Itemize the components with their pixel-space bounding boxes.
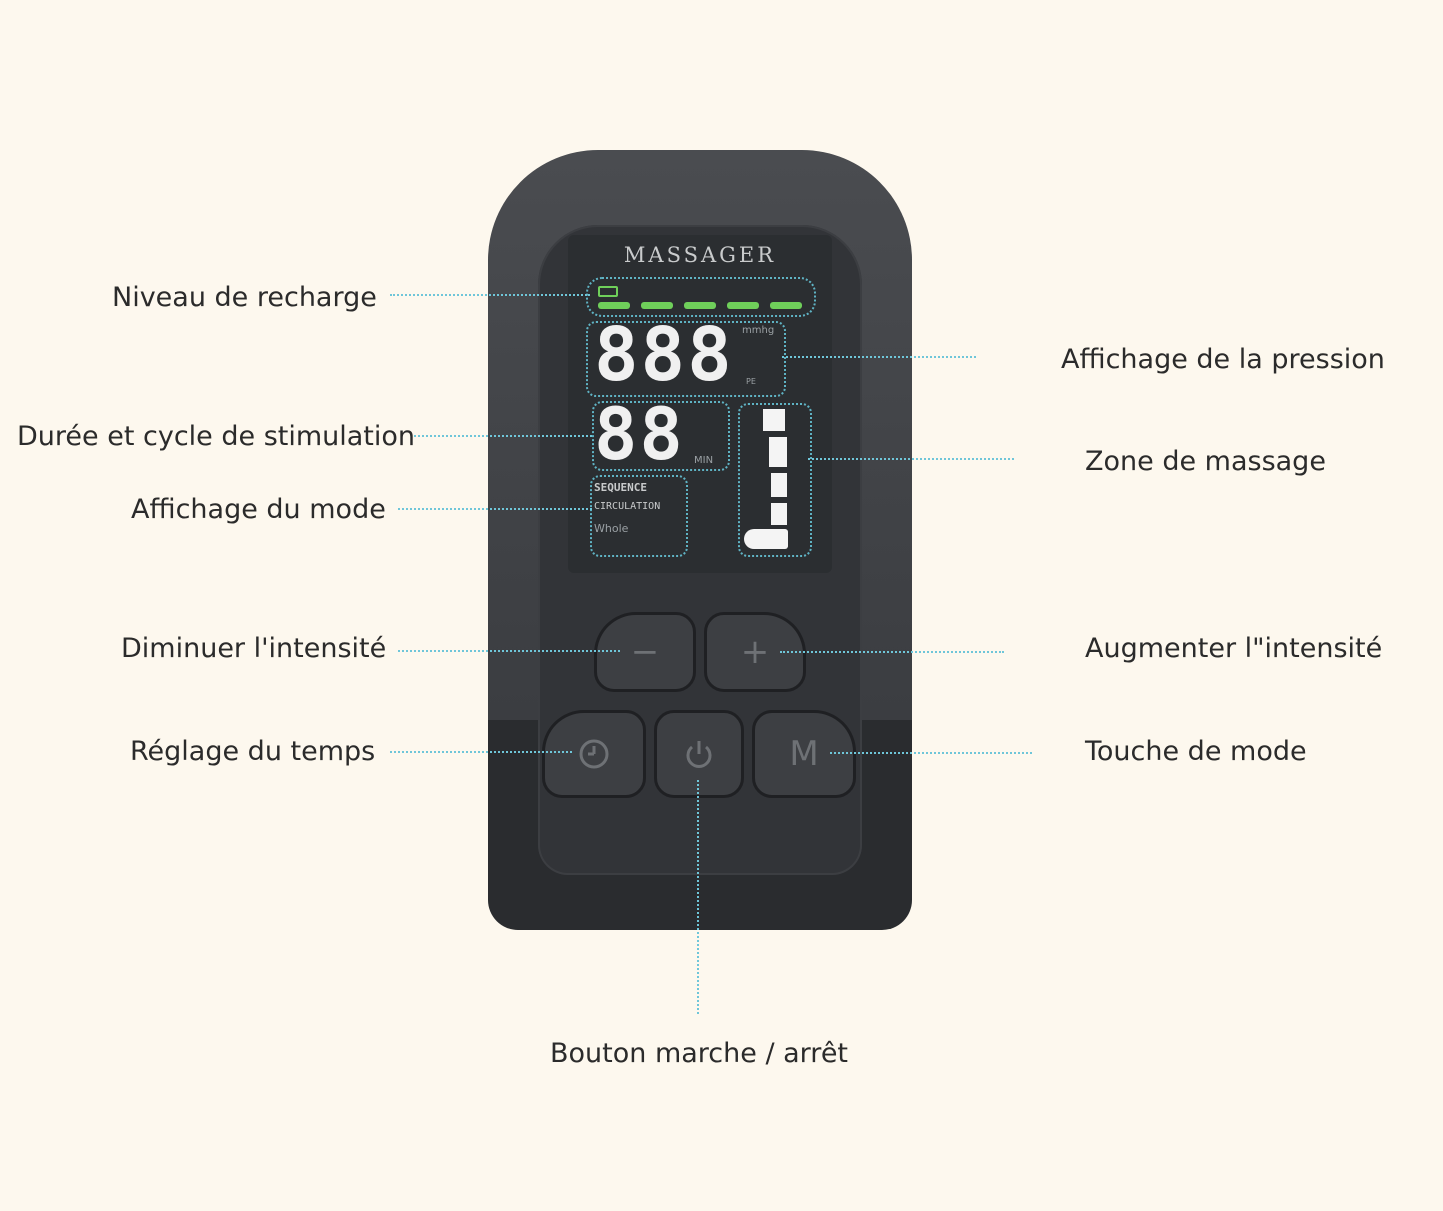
label-pressure-display: Affichage de la pression <box>1061 344 1385 375</box>
screen-title: MASSAGER <box>623 243 777 267</box>
label-decrease-intensity: Diminuer l'intensité <box>121 633 387 664</box>
mode-sequence: SEQUENCE <box>594 481 647 494</box>
battery-bar-2 <box>641 302 673 309</box>
leader-time <box>390 751 572 753</box>
leader-mode-display <box>398 508 592 510</box>
label-power-button: Bouton marche / arrêt <box>550 1038 849 1069</box>
leader-increase <box>780 651 1004 653</box>
label-massage-zone: Zone de massage <box>1085 446 1326 477</box>
massager-device: MASSAGER 888 mmhg PE 88 MIN SEQUENCE CIR… <box>488 150 912 930</box>
time-digits: 88 <box>594 392 685 476</box>
time-unit: MIN <box>694 455 714 466</box>
pressure-sub: PE <box>746 377 756 386</box>
mode-zone <box>590 475 688 557</box>
leg-segment-2 <box>769 437 787 467</box>
leader-duration <box>414 435 592 437</box>
leg-zone <box>738 403 812 557</box>
power-button[interactable] <box>654 710 744 798</box>
label-increase-intensity: Augmenter l"intensité <box>1085 633 1383 664</box>
time-zone <box>592 401 730 471</box>
leader-pressure <box>782 356 976 358</box>
label-battery-level: Niveau de recharge <box>112 282 377 313</box>
mode-button[interactable]: M <box>752 710 856 798</box>
lcd-screen: MASSAGER 888 mmhg PE 88 MIN SEQUENCE CIR… <box>568 235 832 573</box>
battery-icon <box>598 286 618 297</box>
label-time-setting: Réglage du temps <box>130 736 376 767</box>
battery-bar-4 <box>727 302 759 309</box>
pressure-unit: mmhg <box>742 325 775 336</box>
power-icon <box>686 741 712 768</box>
leader-power <box>697 780 699 1014</box>
battery-zone <box>586 277 816 317</box>
leg-foot <box>744 529 788 549</box>
label-mode-key: Touche de mode <box>1085 736 1307 767</box>
leader-mode-key <box>830 752 1032 754</box>
pressure-digits: 888 <box>594 312 734 398</box>
battery-bar-1 <box>598 302 630 309</box>
label-duration-cycle: Durée et cycle de stimulation <box>17 421 416 452</box>
leader-battery <box>390 294 590 296</box>
leader-decrease <box>398 650 620 652</box>
timer-button[interactable] <box>542 710 646 798</box>
battery-bar-5 <box>770 302 802 309</box>
pressure-zone <box>586 321 786 397</box>
leg-segment-1 <box>763 409 785 431</box>
leg-segment-3 <box>771 473 787 497</box>
mode-circulation: CIRCULATION <box>594 501 661 512</box>
label-mode-display: Affichage du mode <box>131 494 386 525</box>
leg-segment-4 <box>771 503 787 525</box>
leader-zone <box>808 458 1014 460</box>
timer-icon <box>579 739 609 769</box>
mode-whole: Whole <box>594 522 629 535</box>
decrease-button[interactable]: − <box>594 612 696 692</box>
battery-bar-3 <box>684 302 716 309</box>
